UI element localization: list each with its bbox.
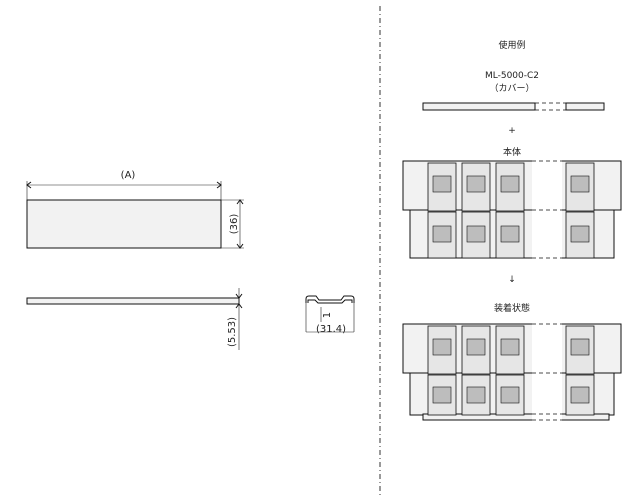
dim-length-label: (A) <box>121 170 136 181</box>
terminal-block-mounted <box>402 323 622 423</box>
body-label: 本体 <box>503 146 521 158</box>
dim-height-label: (36) <box>229 214 240 235</box>
usage-example: 使用例 ML-5000-C2 （カバー） + 本体 <box>402 39 622 423</box>
part-kind: （カバー） <box>489 83 534 94</box>
dim-wall-label: 1 <box>322 312 333 318</box>
cover-profile: (31.4) 1 <box>305 295 355 335</box>
mounted-label: 装着状態 <box>494 302 530 314</box>
usage-title: 使用例 <box>498 39 525 51</box>
cover-side-view: (5.53) <box>26 288 243 350</box>
dim-width-label: (31.4) <box>316 324 346 335</box>
dim-thickness-label: (5.53) <box>227 317 238 347</box>
part-number: ML-5000-C2 <box>485 71 539 81</box>
down-arrow: ↓ <box>508 275 516 285</box>
cover-top-view: (A) (36) <box>26 170 244 249</box>
plus-sign: + <box>508 126 516 136</box>
terminal-block-body <box>402 160 622 260</box>
cover-strip <box>422 102 605 111</box>
